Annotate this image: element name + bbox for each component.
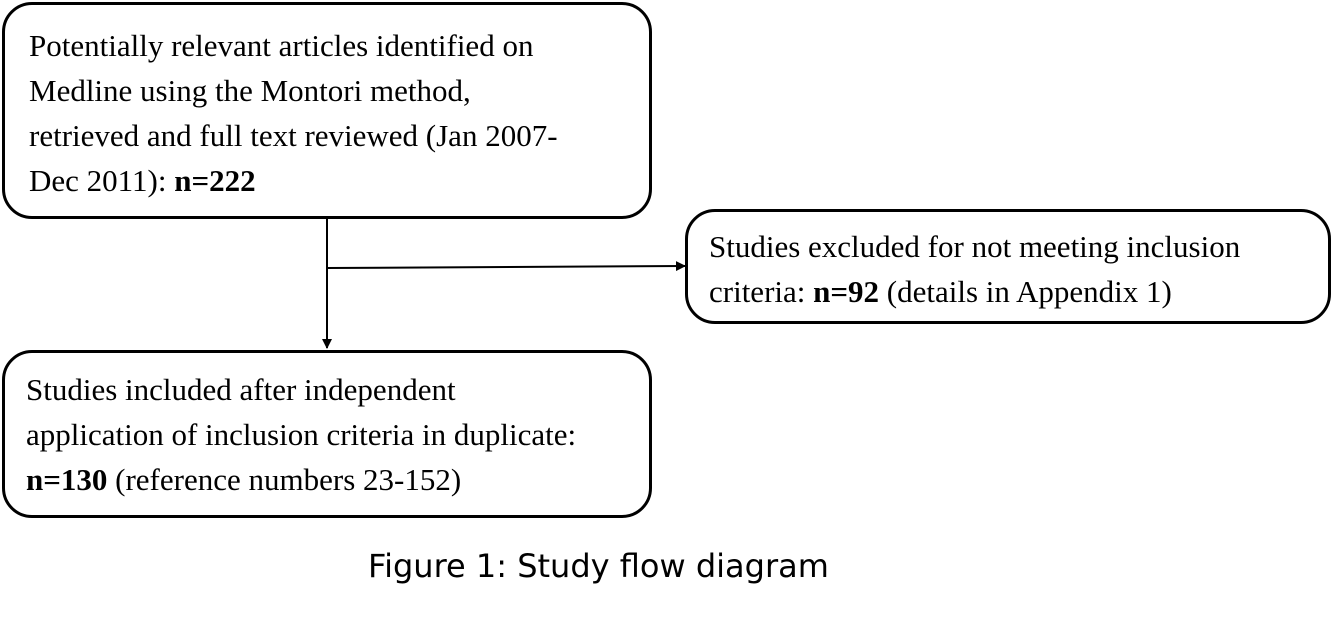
identified-count: n=222 xyxy=(174,163,256,198)
identified-line-4: Dec 2011): n=222 xyxy=(29,158,649,203)
figure-caption: Figure 1: Study flow diagram xyxy=(368,547,829,585)
identified-line-2: Medline using the Montori method, xyxy=(29,73,471,108)
included-reference-note: (reference numbers 23-152) xyxy=(107,462,462,497)
exclusion-branch-arrow xyxy=(326,261,686,272)
excluded-details-note: (details in Appendix 1) xyxy=(879,274,1172,309)
included-line-3: n=130 (reference numbers 23-152) xyxy=(26,457,649,502)
identified-line-3: retrieved and full text reviewed (Jan 20… xyxy=(29,118,558,153)
excluded-count: n=92 xyxy=(813,274,880,309)
identified-line-1: Potentially relevant articles identified… xyxy=(29,28,534,63)
excluded-criteria-label: criteria: xyxy=(709,274,814,309)
included-studies-box: Studies included after independent appli… xyxy=(2,350,652,518)
excluded-line-1: Studies excluded for not meeting inclusi… xyxy=(709,229,1241,264)
excluded-line-2: criteria: n=92 (details in Appendix 1) xyxy=(709,269,1328,314)
included-line-2: application of inclusion criteria in dup… xyxy=(26,417,577,452)
identified-date-range-end: Dec 2011): xyxy=(29,163,175,198)
included-count: n=130 xyxy=(26,462,108,497)
identified-articles-box: Potentially relevant articles identified… xyxy=(2,2,652,219)
included-line-1: Studies included after independent xyxy=(26,372,456,407)
excluded-studies-box: Studies excluded for not meeting inclusi… xyxy=(685,209,1331,324)
